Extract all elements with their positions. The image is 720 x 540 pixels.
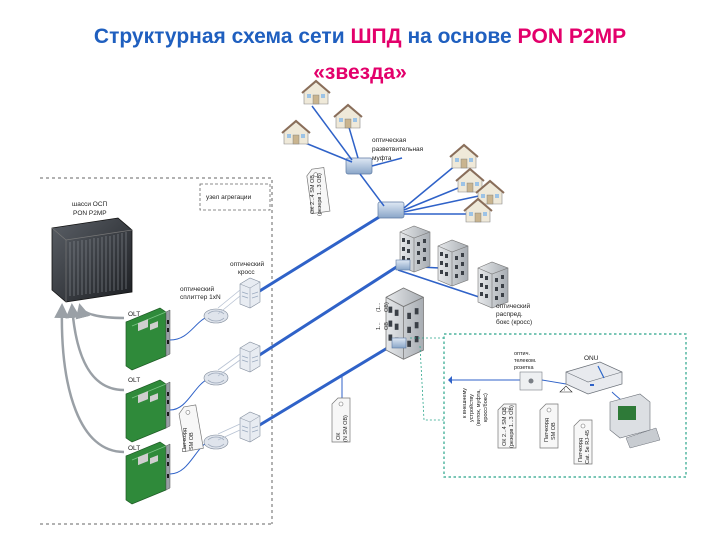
server-chassis-icon [51,217,133,303]
tag-to-device-line-2: устройству [468,394,475,422]
coupling-label-3: муфта [372,155,392,162]
building-icon [437,239,469,287]
house-icon [449,144,479,169]
tag-coupling-line-2: (резерв 1...3 ОВ) [317,173,323,216]
tag-ok-n-line-1: ОК [336,432,342,440]
tag-sub-patch-line-1: Патчкорд [544,417,550,442]
subscriber-premises-frame [443,333,687,478]
title-part-2: ШПД [350,25,402,48]
building-icon [385,287,425,361]
tag-patchcord-line-2: SM ОВ [189,432,195,450]
drop-cables [297,105,489,345]
tag-rj-line-1: Патчкорд [578,437,584,462]
tag-to-device-line-4: кросс/бокс) [483,393,489,422]
tag-sub-ok-line-2: (резерв 1...3 ОВ) [509,405,515,448]
page-title-line-2: «звезда» [313,61,407,84]
title-part-4: PON P2MP [517,25,627,48]
onu-label: ONU [584,355,599,362]
splitter-icon [203,370,229,386]
outlet-label-3: розетка [514,365,534,371]
house-icon [281,120,311,145]
tag-rj-line-2: Cat. 5e RJ-45 [585,430,591,464]
svg-text:!: ! [564,387,565,392]
building-icon [477,261,509,309]
title-part-1: Структурная схема сети [93,25,351,48]
tag-ok-n-line-2: (N SM ОВ) [343,415,349,442]
tag-coupling-line-1: ОК 2...4 SM ОВ [310,175,316,214]
olt-to-chassis-arrows [54,303,125,454]
tag-sub-patch-line-2: SM ОВ [551,422,557,440]
fiber-mark-4: ОВ) [384,302,390,312]
olt-label-3: OLT [128,445,140,452]
splitter-icon [203,308,229,324]
splitter-label-1: оптический [180,285,214,293]
fiber-mark-1: 1... [376,322,382,330]
optical-cross-label-1: оптический [230,260,264,268]
distribution-label-1: оптический [496,302,530,310]
coupling-label-1: оптическая [372,137,407,144]
olt-label-1: OLT [128,311,140,318]
tag-to-device: к внешнему устройству (виток, муфта, кро… [462,388,489,426]
chassis-label-line-1: шасси ОСП [72,201,108,208]
tag-sub-ok-line-1: ОК 2...4 SM ОВ [502,407,508,446]
outlet-icon [519,371,543,391]
fiber-marks: 1... ОВ (1... ОВ) [376,302,390,330]
onu-icon [565,361,623,395]
page-title: Структурная схема сети ШПД на основе PON… [0,22,720,52]
house-icon [333,104,363,129]
chassis-label-line-2: PON P2MP [73,210,107,217]
aggregation-node-box [199,183,271,211]
optical-cross-label-2: кросс [238,269,255,276]
coupling-icon [391,337,407,349]
coupling-icon [395,259,411,271]
computer-icon [609,393,661,449]
tag-to-device-line-3: (виток, муфта, [476,389,482,426]
tag-to-device-line-1: к внешнему [462,388,468,418]
aggregation-frame [40,177,273,524]
house-icon [301,80,331,105]
olt-card-icon [125,379,171,443]
optical-cross-icon [239,277,261,309]
aggregation-node-label: узел агрегации [206,194,252,201]
splitter-label-2: сплиттер 1xN [180,294,221,301]
optical-cross-icon [239,341,261,373]
feeder-cables [256,212,400,428]
optical-cross-icon [239,411,261,443]
outlet-label-1: оптич. [514,351,530,357]
fiber-mark-3: (1... [376,302,382,312]
outlet-label-2: телеком. [514,358,537,364]
distribution-label-2: распред. [496,311,523,318]
tag-patchcord-line-1: Патчкорд [182,427,188,452]
title-part-3: на основе [401,25,518,48]
olt-label-2: OLT [128,377,140,384]
coupling-label-2: разветвительная [372,146,424,153]
fiber-mark-2: ОВ [384,322,390,330]
distribution-label-3: бокс (кросс) [496,318,532,326]
